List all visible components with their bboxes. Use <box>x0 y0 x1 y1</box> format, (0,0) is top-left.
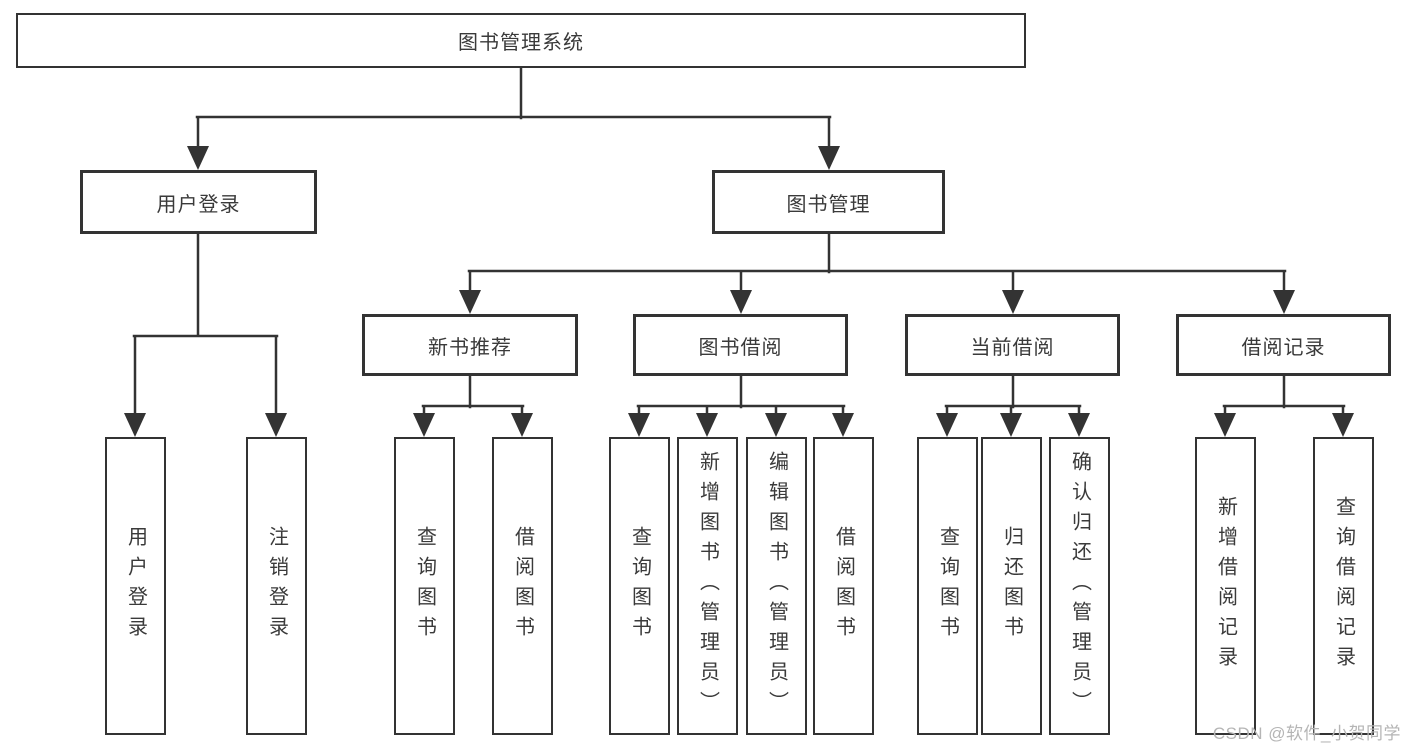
node-label: 新增图书（管理员） <box>696 451 719 721</box>
arrowhead-icon <box>413 413 435 437</box>
node-label: 确认归还（管理员） <box>1068 451 1091 721</box>
arrowhead-icon <box>628 413 650 437</box>
leaf-query-books-current: 查询图书 <box>917 437 978 735</box>
arrowhead-icon <box>1000 413 1022 437</box>
connector-current-split <box>944 372 1082 418</box>
node-book-management-module: 图书管理 <box>712 170 945 234</box>
arrowhead-icon <box>730 290 752 314</box>
connector-userlogin-split <box>132 230 279 418</box>
node-label: 查询图书 <box>413 526 436 646</box>
leaf-user-login: 用户登录 <box>105 437 166 735</box>
arrowhead-icon <box>936 413 958 437</box>
node-new-book-recommendation: 新书推荐 <box>362 314 578 376</box>
node-borrowing-records: 借阅记录 <box>1176 314 1391 376</box>
leaf-borrow-books: 借阅图书 <box>813 437 874 735</box>
arrowhead-icon <box>696 413 718 437</box>
node-label: 图书管理 <box>786 193 871 216</box>
node-label: 归还图书 <box>1000 526 1023 646</box>
node-label: 查询借阅记录 <box>1332 496 1355 676</box>
node-library-system: 图书管理系统 <box>16 13 1026 68</box>
node-label: 新书推荐 <box>428 336 512 359</box>
node-label: 当前借阅 <box>970 336 1055 359</box>
arrowhead-icon <box>832 413 854 437</box>
arrowhead-icon <box>1273 290 1295 314</box>
node-user-login-module: 用户登录 <box>80 170 317 234</box>
leaf-edit-books-admin: 编辑图书（管理员） <box>746 437 807 735</box>
leaf-logout: 注销登录 <box>246 437 307 735</box>
leaf-return-books: 归还图书 <box>981 437 1042 735</box>
connector-records-split <box>1222 372 1346 418</box>
arrowhead-icon <box>187 146 209 170</box>
node-label: 用户登录 <box>124 526 147 646</box>
leaf-query-borrow-record: 查询借阅记录 <box>1313 437 1374 735</box>
leaf-query-books-recommend: 查询图书 <box>394 437 455 735</box>
watermark: CSDN @软件_小贺同学 <box>1212 724 1401 743</box>
node-label: 新增借阅记录 <box>1214 496 1237 676</box>
connector-arrowheads <box>124 146 1354 437</box>
node-book-borrowing: 图书借阅 <box>633 314 848 376</box>
node-label: 图书借阅 <box>698 336 783 359</box>
arrowhead-icon <box>1332 413 1354 437</box>
node-label: 借阅图书 <box>832 526 855 646</box>
arrowhead-icon <box>1068 413 1090 437</box>
arrowhead-icon <box>124 413 146 437</box>
arrowhead-icon <box>765 413 787 437</box>
arrowhead-icon <box>1002 290 1024 314</box>
connector-newbook-split <box>421 372 525 418</box>
node-label: 查询图书 <box>936 526 959 646</box>
node-current-borrowing: 当前借阅 <box>905 314 1120 376</box>
arrowhead-icon <box>1214 413 1236 437</box>
leaf-borrow-books-recommend: 借阅图书 <box>492 437 553 735</box>
leaf-add-books-admin: 新增图书（管理员） <box>677 437 738 735</box>
connector-lines <box>132 66 1346 418</box>
leaf-add-borrow-record: 新增借阅记录 <box>1195 437 1256 735</box>
node-label: 用户登录 <box>156 193 241 216</box>
arrowhead-icon <box>511 413 533 437</box>
node-label: 借阅记录 <box>1241 336 1326 359</box>
connector-borrow-split <box>636 372 846 418</box>
node-label: 查询图书 <box>628 526 651 646</box>
node-label: 借阅图书 <box>511 526 534 646</box>
connector-level2-bar <box>195 115 832 152</box>
node-label: 编辑图书（管理员） <box>765 451 788 721</box>
node-label: 图书管理系统 <box>458 32 584 54</box>
arrowhead-icon <box>818 146 840 170</box>
leaf-query-books-borrow: 查询图书 <box>609 437 670 735</box>
arrowhead-icon <box>265 413 287 437</box>
arrowhead-icon <box>459 290 481 314</box>
leaf-confirm-return-admin: 确认归还（管理员） <box>1049 437 1110 735</box>
connector-bookmgmt-split <box>467 230 1287 295</box>
node-label: 注销登录 <box>265 526 288 646</box>
